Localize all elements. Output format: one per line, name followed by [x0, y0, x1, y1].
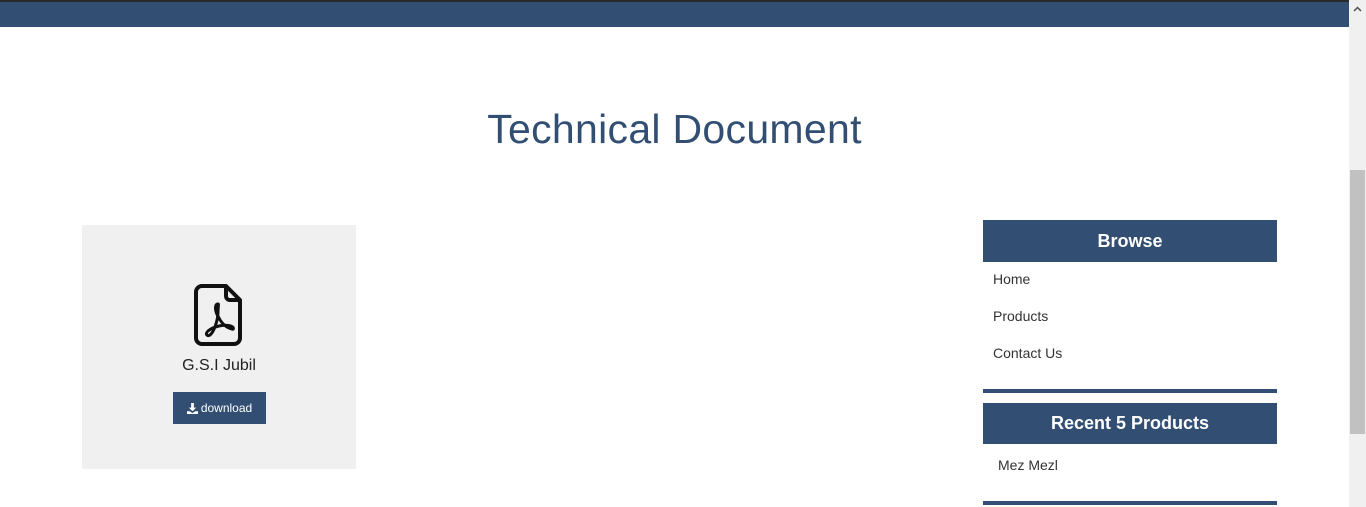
- download-button[interactable]: download: [173, 392, 266, 424]
- top-bar: [0, 0, 1349, 27]
- page-title: Technical Document: [487, 106, 862, 152]
- recent-product-item[interactable]: Mez Mezl: [998, 457, 1058, 473]
- pdf-file-icon: [194, 284, 244, 346]
- recent-products-title: Recent 5 Products: [983, 403, 1277, 444]
- browse-widget-title: Browse: [983, 220, 1277, 262]
- download-icon: [186, 402, 198, 414]
- browse-divider: [983, 389, 1277, 393]
- sidebar-link-products[interactable]: Products: [993, 308, 1049, 324]
- scrollbar-thumb[interactable]: [1350, 170, 1365, 434]
- download-label: download: [200, 401, 253, 415]
- document-name: G.S.I Jubil: [182, 357, 256, 374]
- sidebar-link-home[interactable]: Home: [993, 271, 1031, 287]
- document-card: [82, 225, 356, 469]
- sidebar-link-contact[interactable]: Contact Us: [993, 345, 1063, 361]
- chevron-up-icon[interactable]: [1349, 0, 1366, 17]
- vertical-scrollbar[interactable]: [1349, 0, 1366, 507]
- recent-divider: [983, 501, 1277, 505]
